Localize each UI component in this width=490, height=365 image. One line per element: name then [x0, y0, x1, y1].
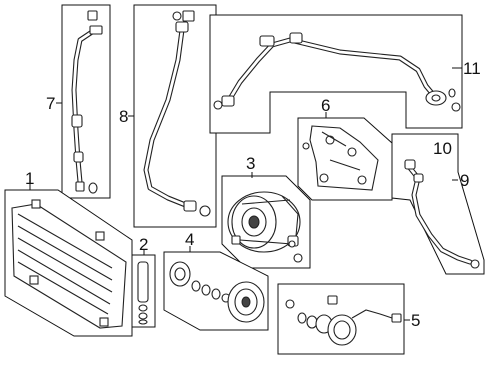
- callout-11: 11: [463, 59, 481, 78]
- callout-9: 9: [460, 171, 470, 190]
- callout-7: 7: [46, 94, 56, 113]
- part-11-discharge-hose: [209, 14, 463, 134]
- part-1-condenser: [4, 184, 133, 337]
- part-4-clutch: [163, 246, 269, 331]
- callout-5: 5: [411, 311, 421, 330]
- part-7-liquid-line: [61, 4, 111, 199]
- callout-3: 3: [246, 154, 256, 173]
- callout-10: 10: [433, 139, 452, 158]
- callout-1: 1: [25, 169, 35, 188]
- part-3-compressor: [221, 172, 311, 269]
- part-2-receiver-drier: [131, 254, 156, 328]
- part-9-hose: [391, 133, 485, 275]
- callout-2: 2: [139, 235, 149, 254]
- part-5-coil: [277, 283, 410, 355]
- callout-6: 6: [321, 96, 331, 115]
- callout-8: 8: [119, 107, 129, 126]
- part-8-suction-line: [133, 4, 217, 228]
- part-6-bracket: [297, 112, 393, 201]
- callout-4: 4: [185, 230, 195, 249]
